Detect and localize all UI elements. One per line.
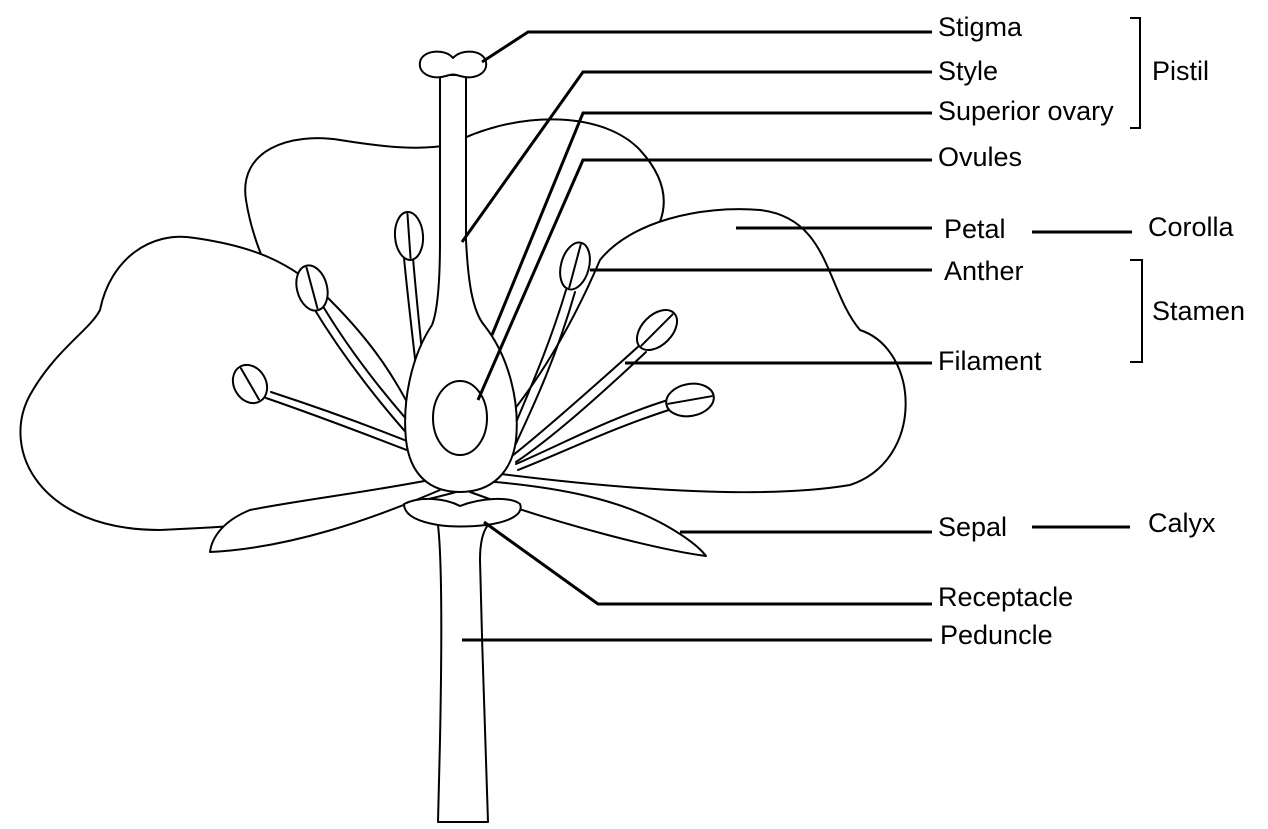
stamen-group-label: Stamen [1152, 296, 1245, 326]
stigma-leader [482, 32, 932, 62]
label-group: Stigma Style Superior ovary Ovules Petal… [938, 12, 1245, 650]
filament-label: Filament [938, 346, 1042, 376]
stamen-bracket [1130, 260, 1142, 362]
superior-ovary-label: Superior ovary [938, 96, 1114, 126]
peduncle-label: Peduncle [940, 620, 1053, 650]
anther-label: Anther [944, 256, 1024, 286]
receptacle-leader [484, 522, 932, 604]
calyx-group-label: Calyx [1148, 508, 1216, 538]
sepal-label: Sepal [938, 512, 1007, 542]
petal-label: Petal [944, 214, 1006, 244]
receptacle-label: Receptacle [938, 582, 1073, 612]
receptacle [404, 499, 521, 527]
ovule [433, 381, 487, 455]
stigma-label: Stigma [938, 12, 1023, 42]
peduncle-stem [438, 525, 488, 822]
corolla-group-label: Corolla [1148, 212, 1235, 242]
stigma [420, 52, 486, 78]
ovules-label: Ovules [938, 142, 1022, 172]
pistil-group-label: Pistil [1152, 56, 1209, 86]
pistil-bracket [1130, 18, 1140, 128]
style-label: Style [938, 56, 998, 86]
